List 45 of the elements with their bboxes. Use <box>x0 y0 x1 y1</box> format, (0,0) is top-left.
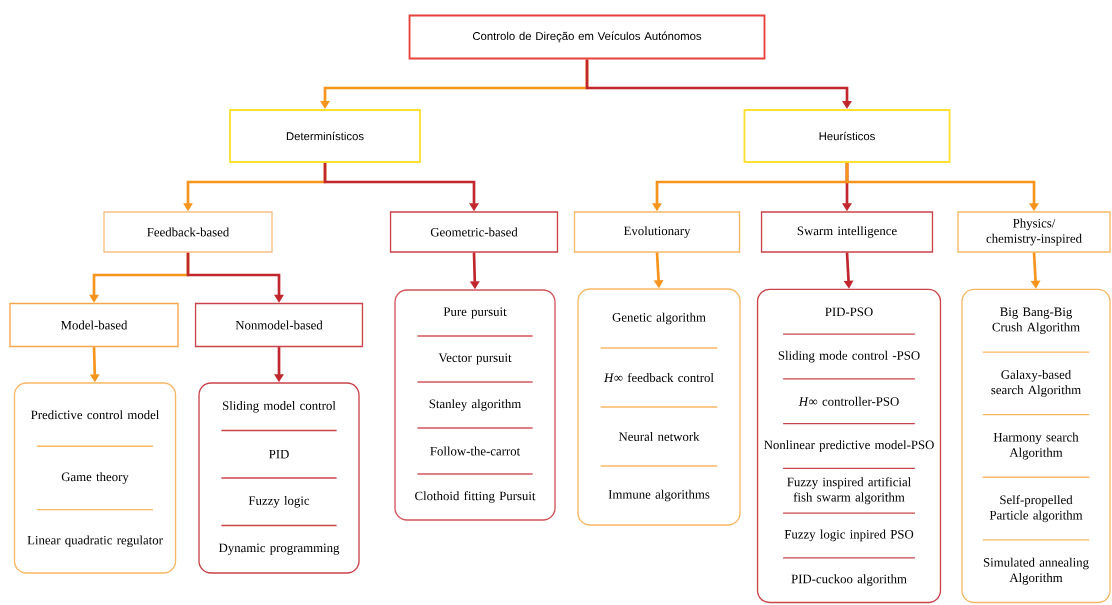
list-box <box>198 382 360 574</box>
list-item: Harmony search Algorithm <box>993 432 1079 460</box>
list-box <box>577 288 741 526</box>
list-item: Vector pursuit <box>438 353 512 365</box>
list-item: Game theory <box>61 472 129 484</box>
list-item: Galaxy-based search Algorithm <box>991 369 1081 397</box>
category-box: Controlo de Direção em Veículos Autónomos <box>408 14 766 60</box>
list-item: Fuzzy inspired artificial fish swarm algorithm <box>787 477 911 505</box>
arrow <box>585 59 852 109</box>
list-item: PID-cuckoo algorithm <box>791 574 907 586</box>
list-item: Predictive control model <box>31 410 160 420</box>
category-box: Physics/ chemistry-inspired <box>957 211 1111 253</box>
list-item: H∞ controller-PSO <box>798 396 899 406</box>
list-item: Linear quadratic regulator <box>27 535 163 548</box>
list-item: H∞ feedback control <box>603 372 714 383</box>
category-box: Model-based <box>9 302 179 348</box>
list-item: PID-PSO <box>825 307 873 317</box>
list-item: Fuzzy logic <box>248 495 310 508</box>
list-item: Simulated annealing Algorithm <box>983 557 1089 585</box>
list-item: Nonlinear predictive model-PSO <box>764 440 934 452</box>
category-box: Nonmodel-based <box>194 302 364 348</box>
list-item: Dynamic programming <box>218 543 340 555</box>
category-box: Swarm intelligence <box>760 211 934 253</box>
list-item: Self-propelled Particle algorithm <box>989 495 1083 523</box>
list-item: Sliding model control <box>223 400 336 413</box>
list-item: Neural network <box>618 432 700 441</box>
list-item: Genetic algorithm <box>612 312 706 325</box>
list-box <box>13 382 177 574</box>
list-item: Big Bang-Big Crush Algorithm <box>992 307 1080 335</box>
category-box: Determinísticos <box>229 109 421 163</box>
list-item: Fuzzy logic inpired PSO <box>784 529 914 542</box>
list-item: Immune algorithms <box>608 489 710 502</box>
list-item: Sliding mode control -PSO <box>778 350 920 363</box>
list-item: PID <box>269 450 289 459</box>
list-item: Clothoid fitting Pursuit <box>415 491 536 503</box>
list-box <box>961 288 1111 604</box>
list-item: Follow-the-carrot <box>430 446 521 456</box>
category-box: Evolutionary <box>573 211 741 253</box>
list-item: Pure pursuit <box>443 307 507 319</box>
category-box: Feedback-based <box>103 211 273 253</box>
category-box: Heurísticos <box>743 109 951 163</box>
list-box <box>756 288 942 604</box>
category-box: Geometric-based <box>389 211 559 253</box>
list-box <box>394 289 556 521</box>
list-item: Stanley algorithm <box>429 399 521 411</box>
